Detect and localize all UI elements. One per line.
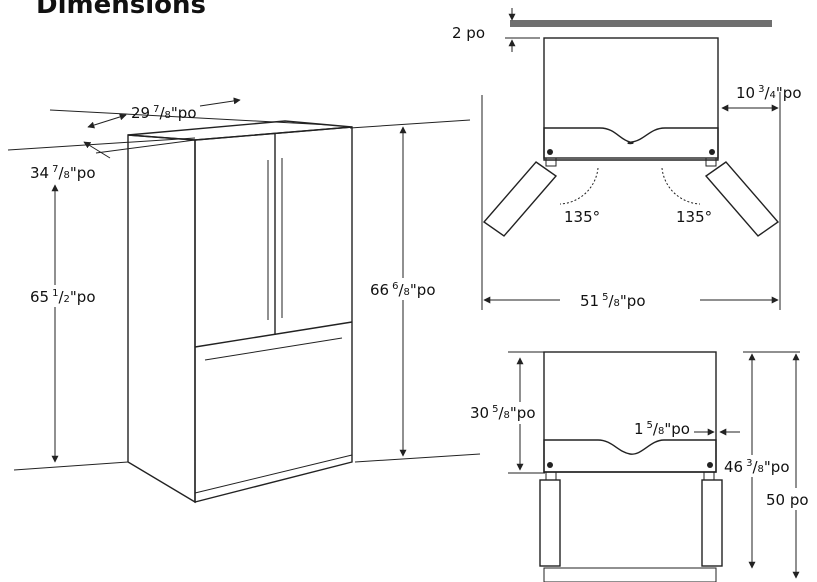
plan-view-depth bbox=[508, 351, 800, 582]
svg-text:666/8"po: 666/8"po bbox=[370, 281, 436, 299]
svg-text:515/8"po: 515/8"po bbox=[580, 292, 646, 310]
label-angle-left: 135° bbox=[564, 208, 600, 226]
svg-text:305/8"po: 305/8"po bbox=[470, 404, 536, 422]
svg-text:50 po: 50 po bbox=[766, 491, 809, 509]
plan-view-doors-open bbox=[481, 8, 781, 310]
svg-text:297/8"po: 297/8"po bbox=[131, 104, 197, 122]
page-title: Dimensions bbox=[36, 0, 206, 20]
label-depth-total: 50 po bbox=[764, 488, 817, 510]
fridge-perspective bbox=[7, 97, 481, 504]
label-angle-right: 135° bbox=[676, 208, 712, 226]
svg-text:463/8"po: 463/8"po bbox=[724, 458, 790, 476]
svg-text:347/8"po: 347/8"po bbox=[30, 164, 96, 182]
svg-text:103/4"po: 103/4"po bbox=[736, 84, 802, 102]
label-top-clearance: 2 po bbox=[452, 24, 485, 42]
svg-text:651/2"po: 651/2"po bbox=[30, 288, 96, 306]
svg-text:15/8"po: 15/8"po bbox=[634, 420, 690, 438]
